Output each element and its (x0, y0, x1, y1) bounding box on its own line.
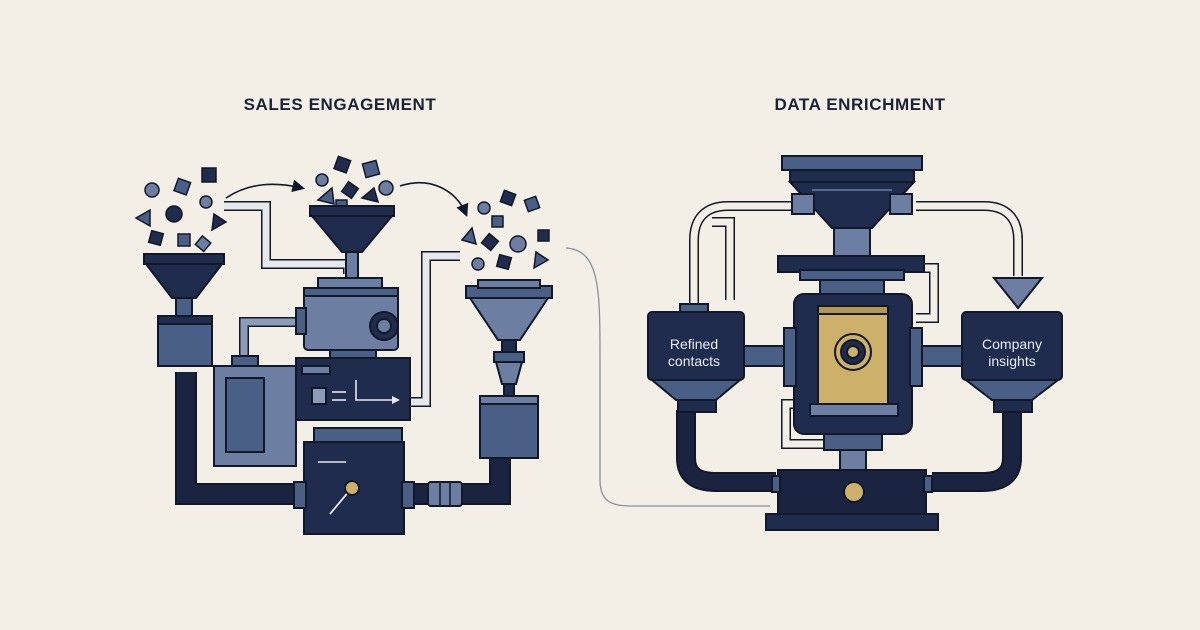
particles-middle (315, 155, 394, 212)
company-insights-label-line-1: Company (982, 336, 1042, 352)
motor-housing (295, 277, 399, 359)
right-funnel (465, 279, 553, 459)
gauge-box (293, 427, 415, 535)
company-insights-unit (961, 277, 1063, 413)
top-funnel (781, 155, 923, 257)
right-thin-pipes (689, 201, 1023, 449)
refined-contacts-label-line-1: Refined (669, 336, 719, 352)
particles-left (134, 167, 228, 253)
middle-funnel (309, 205, 395, 279)
base-platform (765, 469, 939, 531)
core-housing (783, 293, 923, 473)
right-thick-pipes (676, 345, 1022, 492)
sales-engagement-title: SALES ENGAGEMENT (243, 95, 437, 114)
upper-plate (777, 255, 925, 295)
flow-arrow-1 (225, 179, 306, 199)
company-insights-label-line-2: insights (988, 353, 1036, 369)
side-tank (213, 355, 297, 467)
data-enrichment-machine (647, 155, 1063, 531)
control-box (295, 357, 411, 421)
particles-right (460, 189, 550, 271)
sales-engagement-machine (134, 155, 770, 535)
refined-contacts-unit (647, 303, 745, 413)
left-pipes (175, 201, 511, 507)
left-funnel (143, 253, 225, 367)
data-enrichment-title: DATA ENRICHMENT (774, 95, 946, 114)
flow-arrow-2 (399, 181, 469, 217)
connector-wire (565, 247, 770, 507)
refined-contacts-label-line-2: contacts (667, 353, 721, 369)
